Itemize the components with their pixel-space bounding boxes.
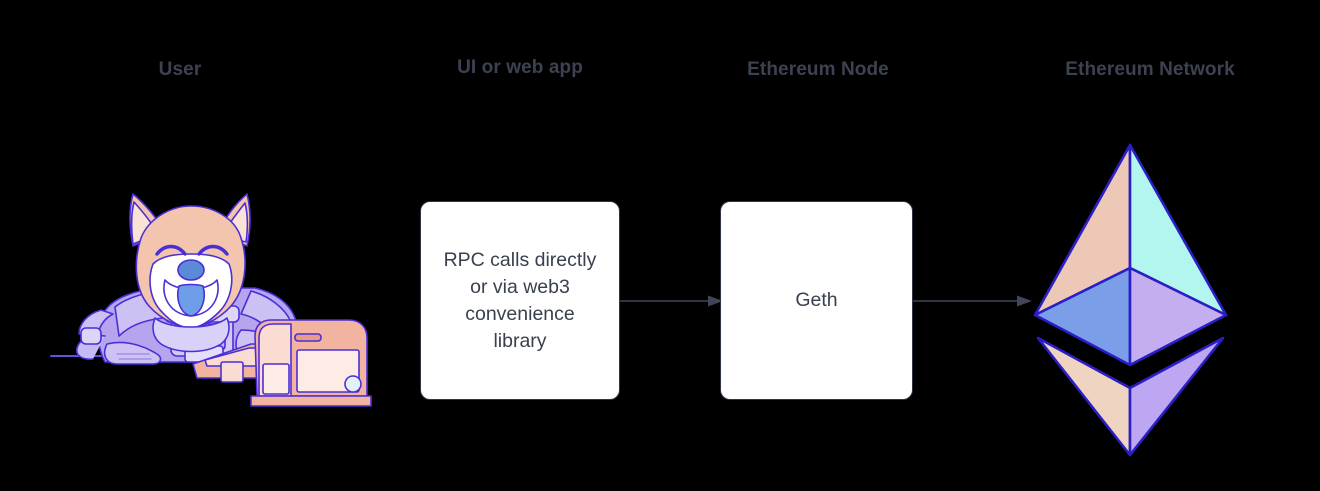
process-box-rpc-calls[interactable]: RPC calls directly or via web3 convenien… xyxy=(420,201,620,400)
column-label-ethereum-network: Ethereum Network xyxy=(1065,59,1235,80)
ethereum-diamond-logo xyxy=(1033,143,1228,457)
arrow-rpc-to-geth xyxy=(620,295,723,307)
shiba-inu-mascot-illustration xyxy=(50,193,372,407)
column-label-ui-or-web-app: UI or web app xyxy=(457,57,583,78)
arrow-geth-to-network xyxy=(913,295,1032,307)
column-label-ethereum-node: Ethereum Node xyxy=(747,59,889,80)
process-box-geth-label: Geth xyxy=(795,289,838,311)
process-box-geth[interactable]: Geth xyxy=(720,201,913,400)
process-box-rpc-label: RPC calls directly or via web3 convenien… xyxy=(443,248,597,352)
column-label-user: User xyxy=(158,59,202,80)
